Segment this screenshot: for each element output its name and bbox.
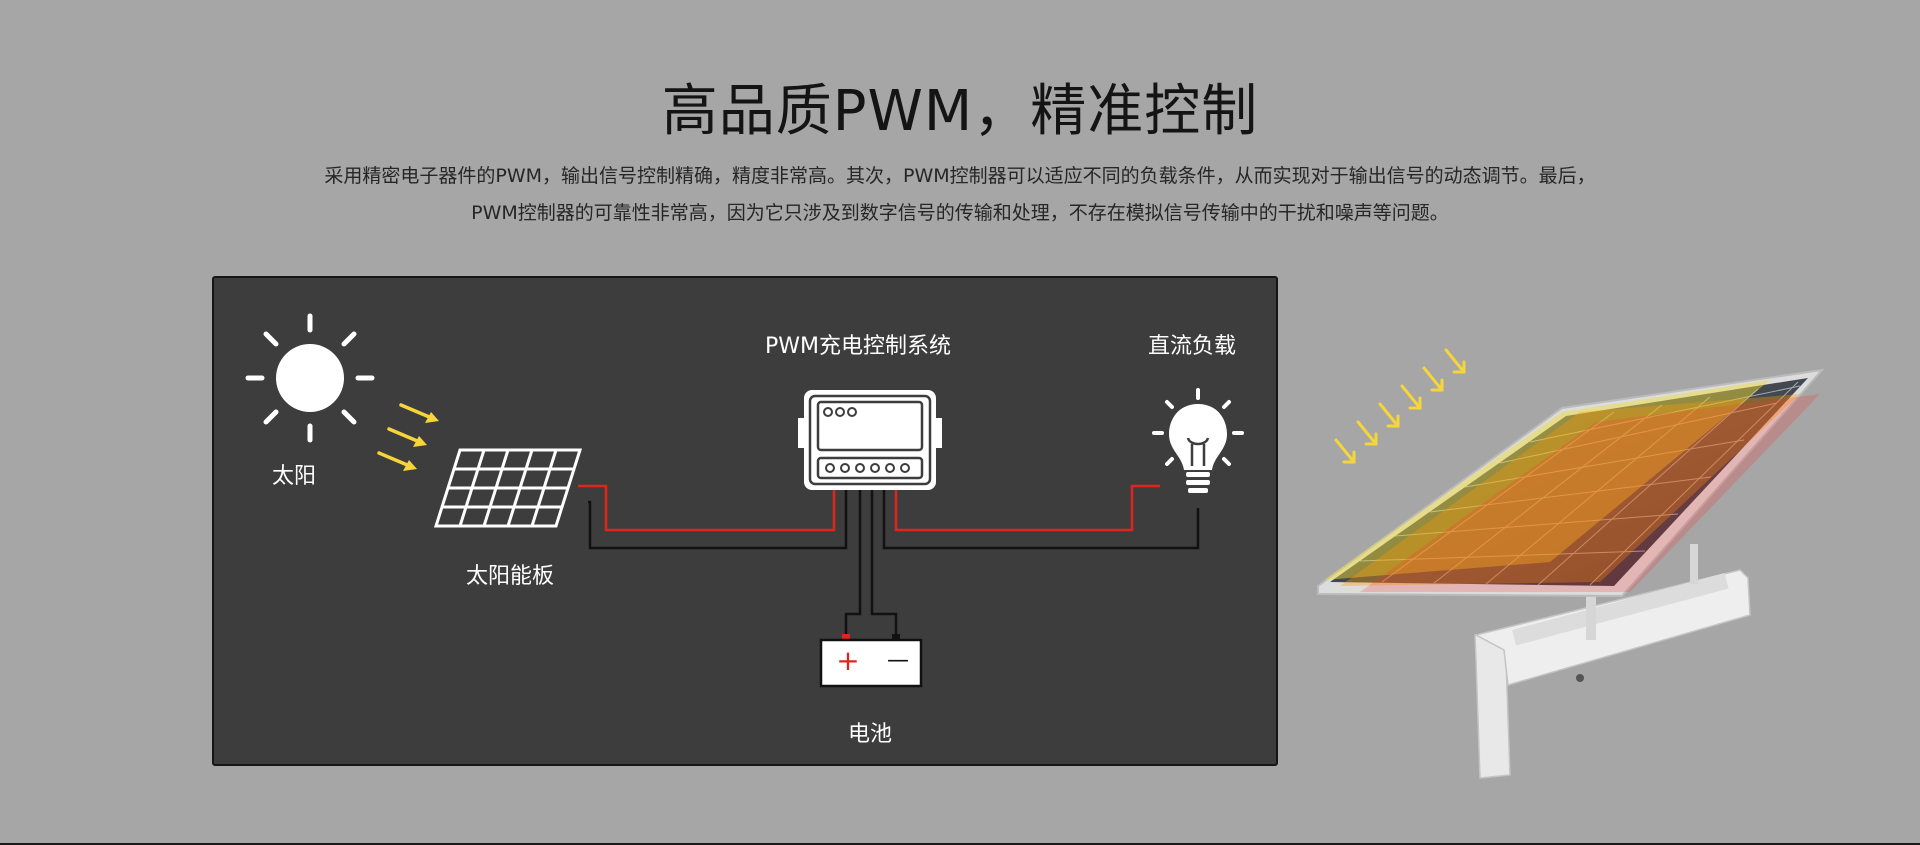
solar-panel-label: 太阳能板 — [465, 564, 555, 589]
battery-icon — [819, 634, 923, 688]
sun-icon — [245, 313, 375, 443]
solar-panel-icon — [433, 448, 583, 528]
wiring — [578, 484, 1200, 638]
battery-plus-sign: + — [836, 644, 860, 677]
pwm-diagram — [245, 313, 1244, 688]
dc-load-label: 直流负载 — [1147, 334, 1237, 359]
controller-icon — [798, 390, 942, 490]
solar-light-product-image — [1317, 348, 1825, 779]
intro-text: 采用精密电子器件的PWM，输出信号控制精确，精度非常高。其次，PWM控制器可以适… — [240, 158, 1680, 232]
battery-label: 电池 — [847, 722, 893, 747]
sun-label: 太阳 — [271, 464, 317, 489]
battery-minus-sign: — — [887, 648, 909, 673]
sun-rays-icon — [377, 403, 439, 471]
pwm-diagram-panel: 太阳 太阳能板 PWM充电控制系统 直流负载 + — 电池 — [212, 276, 1278, 766]
page-title: 高品质PWM，精准控制 — [661, 79, 1259, 144]
bottom-divider — [0, 843, 1920, 845]
controller-label: PWM充电控制系统 — [764, 334, 952, 359]
light-bulb-icon — [1152, 388, 1244, 493]
intro-line-2: PWM控制器的可靠性非常高，因为它只涉及到数字信号的传输和处理，不存在模拟信号传… — [471, 202, 1449, 224]
intro-line-1: 采用精密电子器件的PWM，输出信号控制精确，精度非常高。其次，PWM控制器可以适… — [324, 165, 1596, 187]
